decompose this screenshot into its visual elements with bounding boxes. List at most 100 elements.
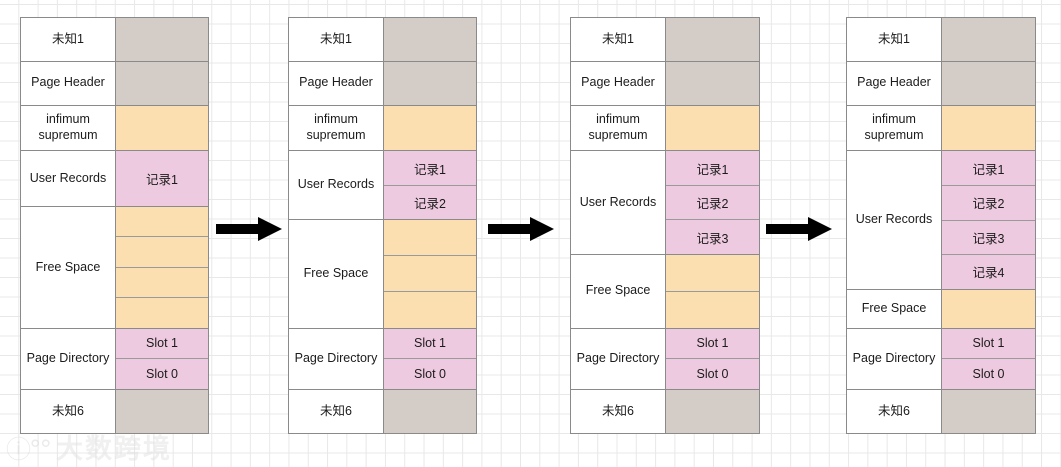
section-cells: [383, 18, 476, 62]
section-cells: [942, 390, 1035, 434]
cell-记录2: 记录2: [666, 185, 759, 221]
cell-empty: [666, 254, 759, 292]
cell-slot-1: Slot 1: [115, 328, 208, 360]
cell-slot-0: Slot 0: [666, 359, 759, 390]
cell-empty: [383, 220, 476, 257]
section-label: User Records: [571, 151, 665, 255]
section-cells: [942, 61, 1035, 106]
cell-slot-1: Slot 1: [666, 328, 759, 360]
cell-empty: [942, 61, 1035, 105]
cell-empty: [666, 18, 759, 61]
cell-slot-1: Slot 1: [383, 328, 476, 360]
section-label: infimum supremum: [289, 106, 383, 152]
cell-empty: [383, 292, 476, 328]
cell-empty: [115, 267, 208, 299]
section-label: Page Header: [847, 62, 941, 106]
section-cells: [666, 254, 759, 329]
section-label: 未知6: [878, 403, 910, 418]
section-label: Page Header: [289, 62, 383, 106]
cell-slot-0: Slot 0: [942, 359, 1035, 390]
section-label: 未知1: [847, 18, 941, 62]
cell-empty: [666, 291, 759, 328]
cell-empty: [115, 18, 208, 61]
section-cells: [383, 220, 476, 329]
section-label: 未知6: [602, 403, 634, 418]
cell-empty: [383, 18, 476, 61]
section-cells: [942, 18, 1035, 62]
arrow-stage-1-to-2: [216, 216, 282, 242]
cell-empty: [666, 105, 759, 151]
cell-empty: [115, 207, 208, 238]
section-cells: [942, 105, 1035, 152]
cell-empty: [666, 390, 759, 434]
section-cells: [383, 61, 476, 106]
section-cells: [115, 61, 208, 106]
cell-empty: [115, 237, 208, 268]
section-label: 未知1: [21, 18, 115, 62]
cell-记录2: 记录2: [383, 185, 476, 220]
section-label: 未知1: [571, 18, 665, 62]
arrow-stage-3-to-4: [766, 216, 832, 242]
section-cells: [115, 390, 208, 434]
cell-empty: [942, 289, 1035, 328]
section-cells: [383, 105, 476, 152]
section-label: 未知6: [52, 403, 84, 418]
section-label: Free Space: [571, 255, 665, 329]
section-cells: [666, 61, 759, 106]
section-cells: [942, 289, 1035, 329]
cell-记录3: 记录3: [666, 220, 759, 254]
section-cells: 记录1: [115, 151, 208, 208]
cell-empty: [666, 61, 759, 105]
cell-记录1: 记录1: [115, 151, 208, 207]
cell-记录3: 记录3: [942, 220, 1035, 256]
cell-empty: [115, 390, 208, 434]
cell-empty: [942, 18, 1035, 61]
cell-slot-0: Slot 0: [115, 359, 208, 390]
arrow-stage-2-to-3: [488, 216, 554, 242]
cell-empty: [383, 105, 476, 151]
section-cells: [115, 105, 208, 152]
section-label: Page Directory: [21, 329, 115, 391]
cell-记录4: 记录4: [942, 255, 1035, 289]
cell-empty: [115, 298, 208, 328]
cell-记录2: 记录2: [942, 185, 1035, 221]
section-label: User Records: [289, 151, 383, 221]
section-label: Page Header: [21, 62, 115, 106]
section-label: infimum supremum: [571, 106, 665, 152]
section-cells: [383, 390, 476, 434]
section-label: 未知6: [320, 403, 352, 418]
section-label: Free Space: [21, 207, 115, 329]
cell-slot-1: Slot 1: [942, 328, 1035, 360]
cell-记录1: 记录1: [666, 151, 759, 186]
section-label: Page Directory: [289, 329, 383, 391]
cell-记录1: 记录1: [942, 151, 1035, 186]
cell-记录1: 记录1: [383, 151, 476, 186]
cell-empty: [942, 390, 1035, 434]
section-label: User Records: [21, 151, 115, 208]
section-label: Free Space: [847, 290, 941, 329]
section-label: User Records: [847, 151, 941, 290]
section-cells: [115, 18, 208, 62]
section-cells: [666, 105, 759, 152]
cell-empty: [942, 105, 1035, 151]
section-label: Free Space: [289, 220, 383, 329]
